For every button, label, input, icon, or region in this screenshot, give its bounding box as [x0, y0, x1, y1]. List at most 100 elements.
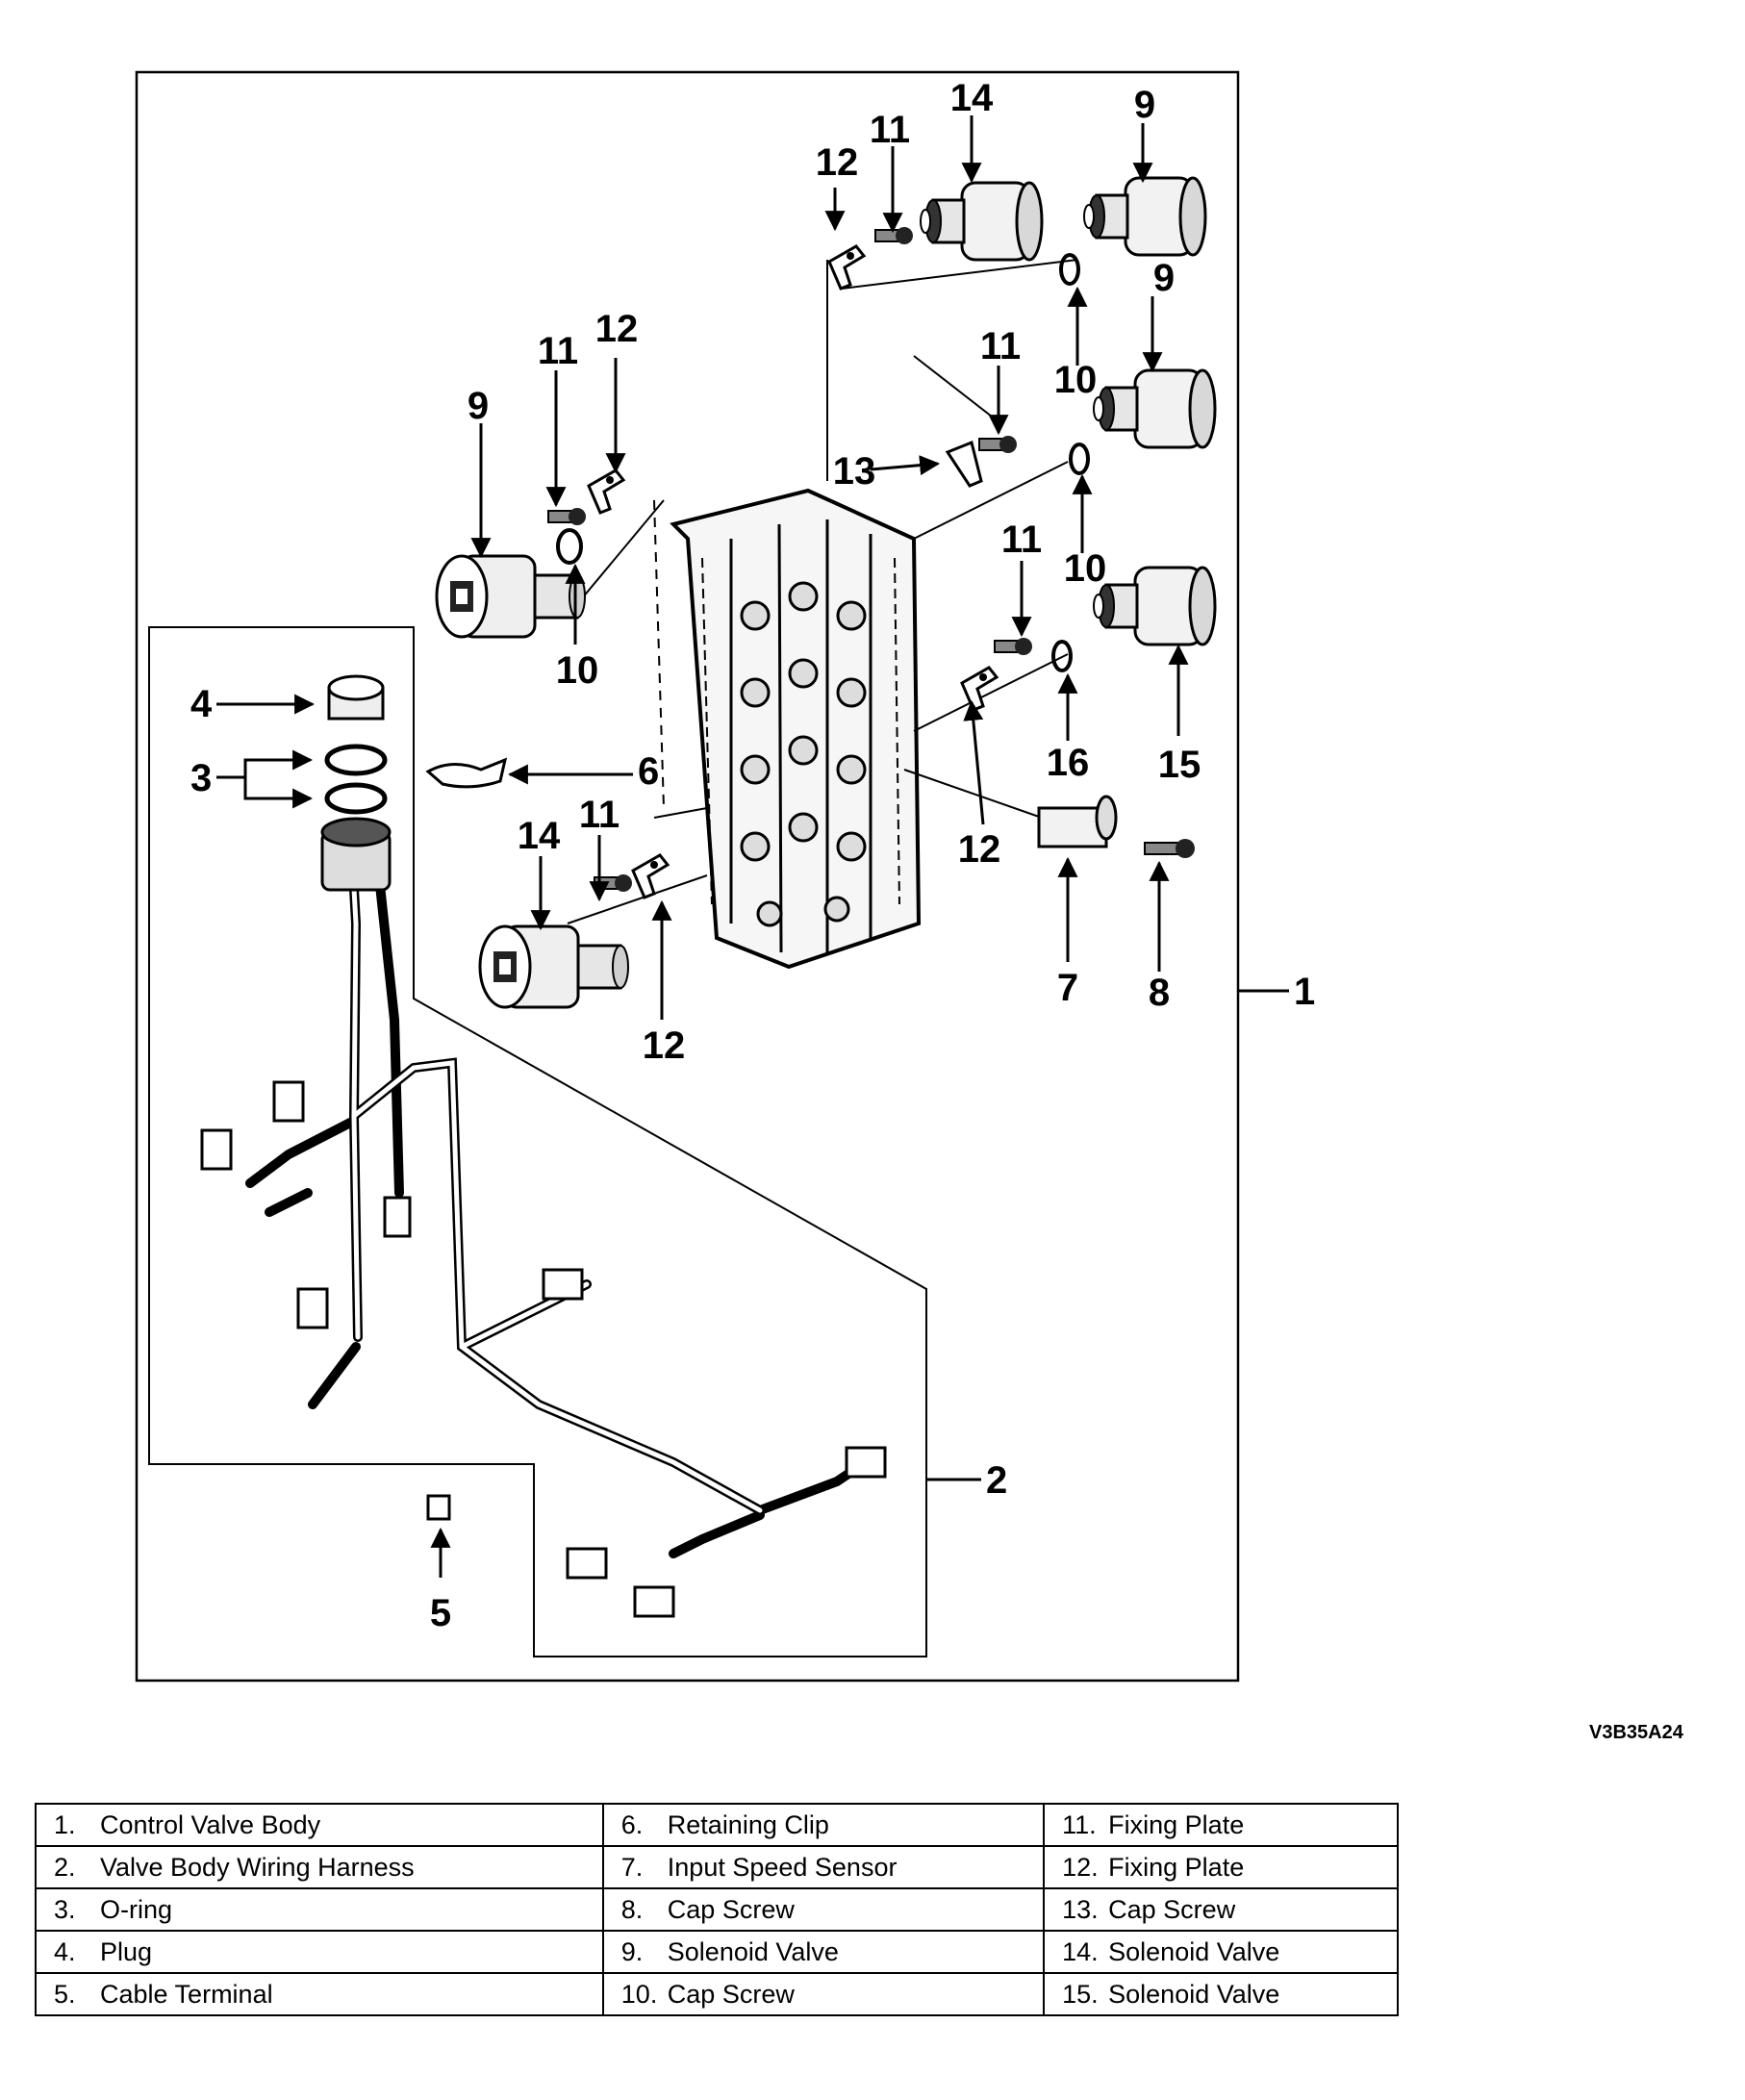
- legend-item-number: 9.: [620, 1936, 644, 1966]
- callout-3: 3: [190, 757, 212, 799]
- legend-item-number: 1.: [54, 1809, 76, 1839]
- callout-11-right: 11: [1001, 519, 1042, 561]
- legend-row: 2. Valve Body Wiring Harness 7. Input Speed…: [35, 1845, 1399, 1889]
- legend-item-label: Retaining Clip: [667, 1809, 829, 1839]
- callout-13: 13: [833, 450, 876, 493]
- legend-item-label: Solenoid Valve: [667, 1936, 839, 1966]
- legend-item-label: Cable Terminal: [100, 1979, 273, 2009]
- legend-item-label: Cap Screw: [667, 1979, 795, 2009]
- legend-item-label: Cap Screw: [667, 1894, 795, 1924]
- callout-9-mid: 9: [1153, 257, 1175, 299]
- callout-12-top: 12: [816, 141, 859, 184]
- fixing-plate-12-left-icon: [587, 468, 625, 515]
- callout-9-top: 9: [1134, 84, 1155, 126]
- legend-row: 4. Plug 9. Solenoid Valve 14. Solenoid Valve: [35, 1930, 1399, 1974]
- callout-11-top: 11: [870, 109, 910, 151]
- callout-11-bottom: 11: [579, 794, 620, 836]
- parts-legend-table: 1. Control Valve Body 6. Retaining Clip 11. F…: [35, 1803, 1399, 2016]
- legend-item-number: 7.: [620, 1852, 644, 1882]
- cap-screw-11-mid-icon: [978, 435, 1018, 454]
- callout-12-right: 12: [958, 828, 1001, 871]
- solenoid-valve-14-left-icon: [478, 924, 630, 1009]
- o-ring-lower-icon: [324, 782, 388, 815]
- solenoid-valve-9-top-icon: [1082, 176, 1207, 257]
- cap-screw-11-right-icon: [994, 637, 1033, 656]
- legend-cell: 11. Fixing Plate: [1043, 1803, 1399, 1847]
- callout-4: 4: [190, 683, 213, 725]
- legend-cell: 1. Control Valve Body: [35, 1803, 604, 1847]
- legend-cell: 8. Cap Screw: [601, 1887, 1046, 1932]
- solenoid-valve-9-left-icon: [435, 554, 587, 639]
- legend-cell: 13. Cap Screw: [1043, 1887, 1399, 1932]
- callout-14-left: 14: [518, 815, 561, 857]
- exploded-parts-diagram: 14 9 9 11 12 10 11 13 10 11 16 15 12 9 1…: [135, 70, 1315, 1683]
- callout-6: 6: [638, 750, 659, 793]
- legend-item-number: 12.: [1062, 1852, 1099, 1882]
- o-ring-upper-icon: [324, 744, 388, 776]
- legend-item-label: Input Speed Sensor: [667, 1852, 898, 1882]
- legend-item-number: 6.: [620, 1809, 644, 1839]
- legend-cell: 3. O-ring: [35, 1887, 604, 1932]
- legend-item-label: Solenoid Valve: [1108, 1936, 1280, 1966]
- callout-5: 5: [430, 1592, 451, 1634]
- legend-cell: 9. Solenoid Valve: [601, 1930, 1046, 1974]
- input-speed-sensor-icon: [1037, 795, 1118, 848]
- retaining-clip-icon: [425, 757, 508, 789]
- legend-cell: 15. Solenoid Valve: [1043, 1972, 1399, 2016]
- legend-row: 1. Control Valve Body 6. Retaining Clip 11. F…: [35, 1803, 1399, 1847]
- legend-item-number: 8.: [620, 1894, 644, 1924]
- callout-15: 15: [1158, 744, 1201, 786]
- callout-12-left: 12: [595, 308, 639, 350]
- callout-9-left: 9: [468, 385, 489, 427]
- legend-cell: 12. Fixing Plate: [1043, 1845, 1399, 1889]
- legend-item-label: Cap Screw: [1108, 1894, 1236, 1924]
- legend-item-number: 5.: [54, 1979, 76, 2009]
- solenoid-valve-15-icon: [1092, 566, 1217, 646]
- legend-row: 3. O-ring 8. Cap Screw 13. Cap Screw: [35, 1887, 1399, 1932]
- legend-cell: 2. Valve Body Wiring Harness: [35, 1845, 604, 1889]
- legend-item-label: Valve Body Wiring Harness: [100, 1852, 415, 1882]
- legend-cell: 4. Plug: [35, 1930, 604, 1974]
- legend-item-number: 14.: [1062, 1936, 1099, 1966]
- callout-10-left: 10: [556, 649, 599, 692]
- solenoid-valve-14-top-icon: [919, 181, 1044, 262]
- control-valve-body-drawing: [670, 488, 922, 970]
- legend-item-number: 2.: [54, 1852, 76, 1882]
- cap-screw-8-icon: [1144, 839, 1195, 858]
- solenoid-valve-9-mid-icon: [1092, 368, 1217, 449]
- figure-code: V3B35A24: [1589, 1722, 1683, 1743]
- callout-2: 2: [986, 1459, 1007, 1502]
- legend-cell: 5. Cable Terminal: [35, 1972, 604, 2016]
- legend-item-label: Fixing Plate: [1108, 1809, 1245, 1839]
- callout-16: 16: [1047, 742, 1090, 784]
- harness-main-connector-icon: [320, 817, 392, 892]
- legend-item-number: 13.: [1062, 1894, 1099, 1924]
- callout-12-bottom: 12: [643, 1025, 686, 1067]
- legend-cell: 7. Input Speed Sensor: [601, 1845, 1046, 1889]
- callout-1: 1: [1294, 971, 1315, 1013]
- legend-item-number: 11.: [1062, 1809, 1097, 1839]
- harness-connectors: [200, 1080, 887, 1618]
- callout-7: 7: [1057, 967, 1078, 1009]
- cap-screw-11-left-icon: [547, 507, 587, 526]
- legend-item-label: Solenoid Valve: [1108, 1979, 1280, 2009]
- legend-item-label: Fixing Plate: [1108, 1852, 1245, 1882]
- callout-11-left: 11: [538, 330, 578, 372]
- legend-item-label: Control Valve Body: [100, 1809, 321, 1839]
- legend-cell: 6. Retaining Clip: [601, 1803, 1046, 1847]
- callout-10-mid: 10: [1064, 547, 1107, 590]
- legend-cell: 14. Solenoid Valve: [1043, 1930, 1399, 1974]
- callout-8: 8: [1149, 972, 1170, 1014]
- legend-item-number: 10.: [620, 1979, 658, 2009]
- callout-10-top: 10: [1054, 359, 1098, 401]
- legend-item-number: 4.: [54, 1936, 76, 1966]
- legend-cell: 10. Cap Screw: [601, 1972, 1046, 2016]
- legend-item-label: Plug: [100, 1936, 153, 1966]
- fixing-plate-12-top-icon: [827, 244, 866, 291]
- legend-item-label: O-ring: [100, 1894, 173, 1924]
- callout-14-top: 14: [950, 77, 994, 119]
- legend-item-number: 3.: [54, 1894, 76, 1924]
- legend-row: 5. Cable Terminal 10. Cap Screw 15. Solenoid …: [35, 1972, 1399, 2016]
- legend-item-number: 15.: [1062, 1979, 1099, 2009]
- plug-icon: [327, 674, 385, 721]
